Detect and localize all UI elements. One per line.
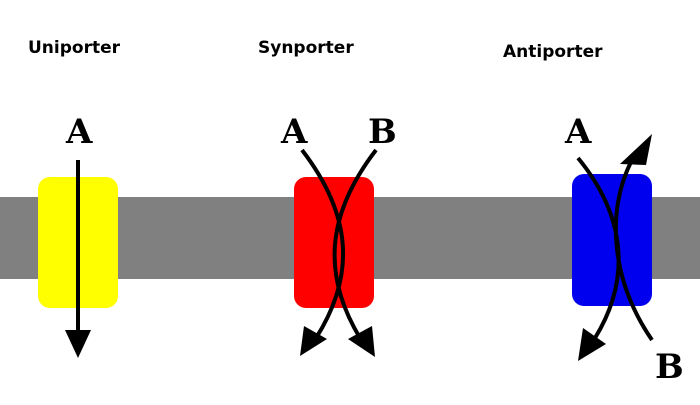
uniporter-molecule-a-label: A <box>66 112 93 152</box>
uniporter-arrowhead-icon <box>65 330 91 358</box>
antiporter-molecule-a-label: A <box>565 112 592 152</box>
antiporter-molecule-b-label: B <box>655 347 684 387</box>
antiporter-arrow-b-path <box>613 159 654 342</box>
synporter-arrowhead-a-icon <box>300 326 327 356</box>
antiporter-title: Antiporter <box>503 42 603 62</box>
antiporter-arrowhead-b-icon <box>620 134 652 165</box>
synporter-arrowhead-b-icon <box>348 326 375 357</box>
synporter-molecule-a-label: A <box>281 112 308 152</box>
antiporter-protein <box>572 174 652 306</box>
synporter-title: Synporter <box>258 38 354 58</box>
antiporter-arrow-a-path <box>576 156 621 340</box>
synporter-arrow-b-path <box>332 148 378 340</box>
synporter-arrow-a-path <box>300 148 346 340</box>
synporter-molecule-b-label: B <box>368 112 397 152</box>
antiporter-arrowhead-a-icon <box>578 328 606 361</box>
uniporter-title: Uniporter <box>28 38 121 58</box>
